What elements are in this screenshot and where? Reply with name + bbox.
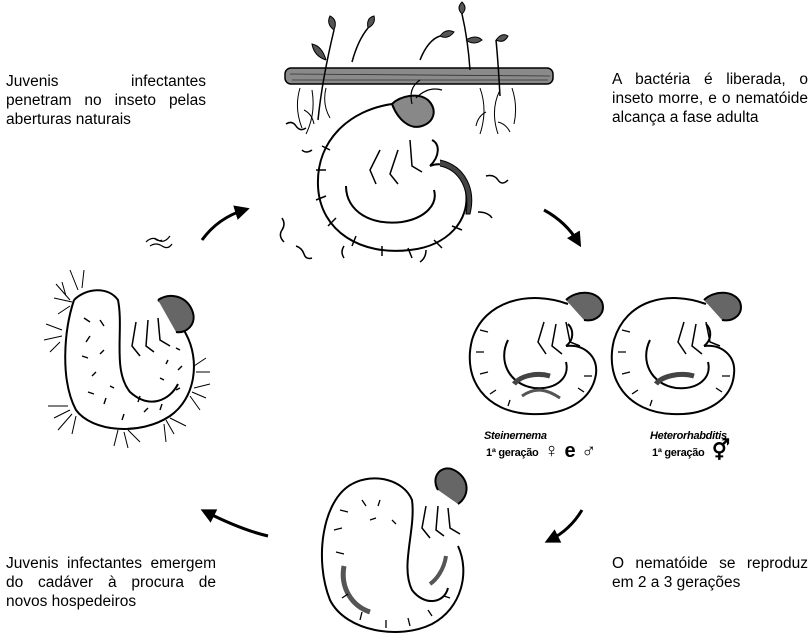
cycle-arrow-top-right	[544, 210, 578, 242]
cycle-arrow-top-left	[202, 210, 244, 240]
cycle-arrow-bottom-left	[206, 512, 268, 536]
larva-emerging-cadaver	[65, 290, 194, 429]
larva-top	[316, 80, 472, 258]
larva-steinernema	[470, 293, 603, 414]
cycle-arrow-bottom-right	[550, 510, 582, 540]
larva-reproducing	[322, 468, 467, 632]
infective-juvenile-cluster	[146, 236, 172, 248]
larva-heterorhabditis	[612, 293, 741, 414]
